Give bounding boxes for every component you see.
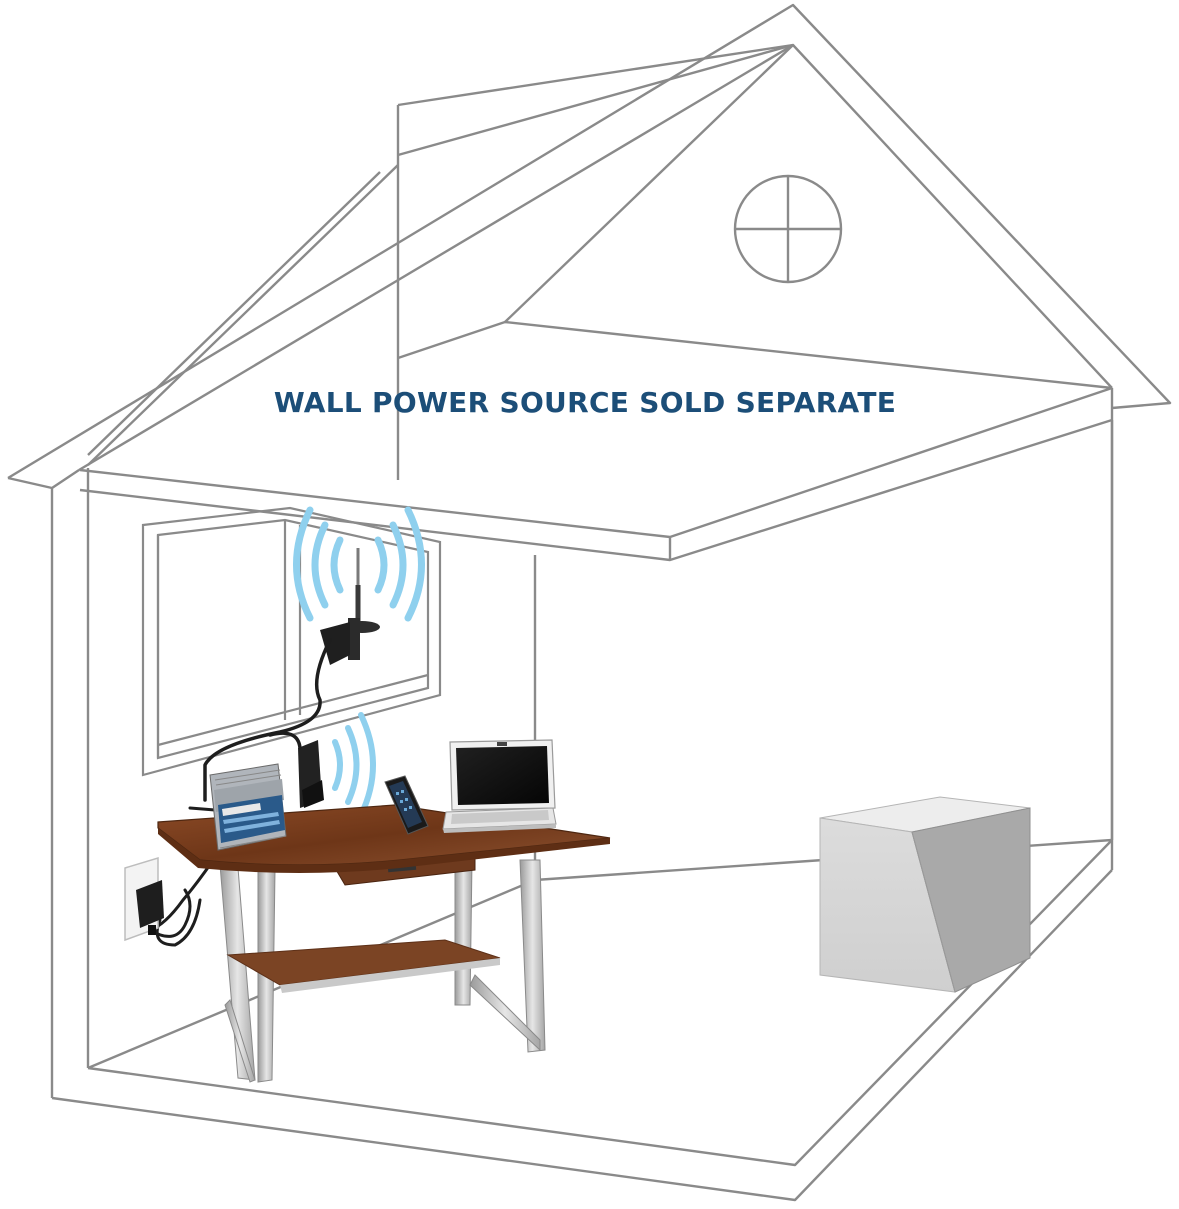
cable <box>148 638 332 947</box>
signal-waves-icon <box>332 712 376 818</box>
laptop <box>442 739 557 833</box>
signal-booster <box>209 763 287 851</box>
inside-antenna <box>298 740 324 808</box>
power-adapter <box>136 880 164 935</box>
outside-antenna <box>320 548 380 665</box>
desk <box>157 804 611 1083</box>
banner-text: WALL POWER SOURCE SOLD SEPARATE <box>273 386 897 419</box>
house-outline <box>7 3 1172 1202</box>
smartphone <box>384 775 429 835</box>
storage-box <box>819 796 1031 993</box>
signal-waves-icon <box>293 506 425 622</box>
